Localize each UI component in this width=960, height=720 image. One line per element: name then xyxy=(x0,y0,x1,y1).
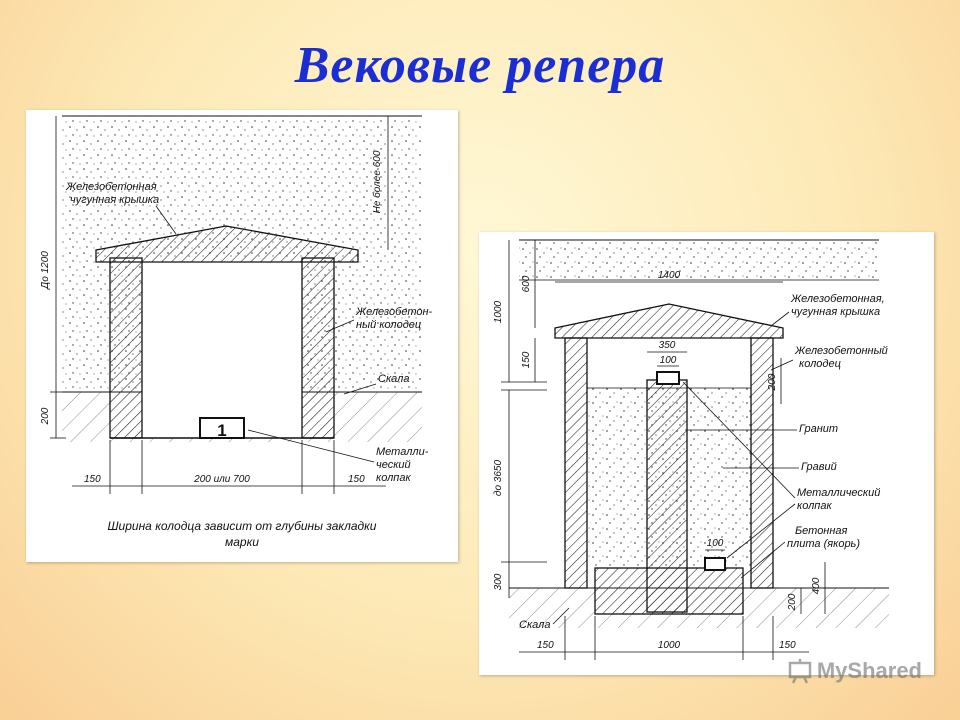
dim-3650: до 3650 xyxy=(493,460,504,497)
watermark-text: MyShared xyxy=(816,658,922,683)
dim-400: 400 xyxy=(811,577,822,594)
leader-well xyxy=(770,359,794,371)
diagram-left: 1 Железобетонная чугунная крышка Железоб… xyxy=(40,115,433,549)
presentation-board-icon xyxy=(788,659,812,684)
leader-cap-top xyxy=(682,381,796,499)
metal-cap xyxy=(199,417,245,439)
dim-600: 600 xyxy=(521,275,532,292)
diagram-left-panel: 1 Железобетонная чугунная крышка Железоб… xyxy=(26,110,458,562)
dim-1400: 1400 xyxy=(658,270,681,281)
caption-line-1: Ширина колодца зависит от глубины заклад… xyxy=(108,519,377,533)
label-rock: Скала xyxy=(519,619,550,631)
topsoil-fill xyxy=(519,240,879,280)
label-cover-1: Железобетонная xyxy=(65,181,157,193)
leader-well xyxy=(325,319,355,333)
leader-rock xyxy=(343,383,377,395)
dim-1000-bottom: 1000 xyxy=(658,640,681,651)
label-cap-1: Металли- xyxy=(376,446,429,458)
diagram-right: Железобетонная, чугунная крышка Железобе… xyxy=(493,239,889,660)
leader-rock xyxy=(552,607,570,625)
dim-1000: 1000 xyxy=(493,300,504,323)
marker-number: 1 xyxy=(217,421,226,440)
label-gravel: Гравий xyxy=(801,461,837,473)
label-well-2: ный колодец xyxy=(356,319,421,331)
well-wall-right xyxy=(301,257,335,439)
well-interior xyxy=(142,258,302,438)
label-cap-2: колпак xyxy=(797,500,832,512)
label-cover-2: чугунная крышка xyxy=(70,194,159,206)
leader-plate xyxy=(740,541,786,579)
leader-cover xyxy=(770,311,790,327)
dim-100-top: 100 xyxy=(660,355,677,366)
diagram-right-panel: Железобетонная, чугунная крышка Железобе… xyxy=(479,232,934,675)
label-well-1: Железобетон- xyxy=(355,306,433,318)
label-rock: Скала xyxy=(378,373,409,385)
dim-150-left: 150 xyxy=(537,640,554,651)
dim-depth: До 1200 xyxy=(40,251,51,290)
label-cap-2: ческий xyxy=(376,459,411,471)
granite-column xyxy=(646,379,688,613)
dim-bottom: 200 xyxy=(40,407,51,425)
leader-cap-bottom xyxy=(726,503,796,559)
label-cover-2: чугунная крышка xyxy=(791,306,880,318)
dim-150: 150 xyxy=(521,351,532,368)
metal-cap-bottom xyxy=(704,557,726,571)
dim-200-bottom: 200 xyxy=(787,593,798,611)
dim-top: Не более 600 xyxy=(371,150,383,213)
label-cap-1: Металлический xyxy=(797,487,880,499)
cover-slab xyxy=(95,225,359,263)
well-wall-left xyxy=(109,257,143,439)
label-plate-1: Бетонная xyxy=(795,525,848,537)
label-granite: Гранит xyxy=(799,423,838,435)
slide-title: Вековые репера xyxy=(294,37,666,94)
label-well-2: колодец xyxy=(799,358,841,370)
label-plate-2: плита (якорь) xyxy=(787,538,860,550)
dim-200-right: 200 xyxy=(767,373,778,391)
dim-300: 300 xyxy=(493,573,504,590)
label-cap-3: колпак xyxy=(376,472,411,484)
cover-slab xyxy=(554,303,784,339)
leader-cover xyxy=(155,205,177,235)
dim-inner: 200 или 700 xyxy=(193,474,250,485)
label-cover-1: Железобетонная, xyxy=(790,293,885,305)
well-wall-left xyxy=(564,337,588,589)
dim-wall-right: 150 xyxy=(348,474,365,485)
caption-line-2: марки xyxy=(225,535,259,549)
metal-cap-top xyxy=(656,371,680,385)
label-well-1: Железобетонный xyxy=(794,345,888,357)
dim-100-bottom: 100 xyxy=(707,538,724,549)
leader-cap xyxy=(247,429,375,463)
watermark: MyShared xyxy=(787,656,922,686)
dim-wall-left: 150 xyxy=(84,474,101,485)
dim-350: 350 xyxy=(659,340,676,351)
dim-150-right: 150 xyxy=(779,640,796,651)
